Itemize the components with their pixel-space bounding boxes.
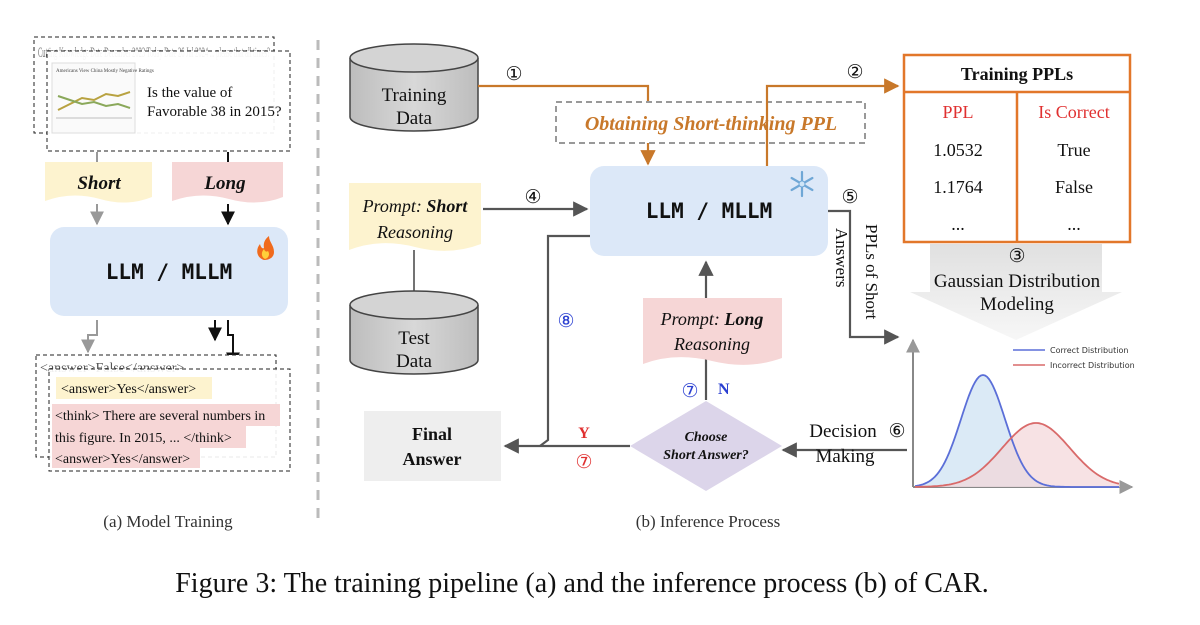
gaussian-label-line-2: Modeling — [980, 294, 1054, 315]
answer-long-highlight-3 — [52, 448, 200, 468]
yes-label: Y — [578, 425, 590, 442]
long-label: Long — [203, 173, 245, 194]
training-data-cylinder: Training Data — [349, 43, 479, 132]
arrow-step8 — [539, 234, 590, 447]
snowflake-icon — [790, 170, 814, 198]
gaussian-funnel-arrow — [910, 244, 1122, 340]
test-data-cylinder: Test Data — [349, 290, 479, 375]
prompt-short-bold: Short — [426, 196, 468, 216]
obtaining-box — [555, 101, 866, 144]
table-cell: ... — [1067, 214, 1081, 234]
answer-long-line-1: <think> There are several numbers in — [55, 409, 265, 424]
training-ppls-table: Training PPLs PPL Is Correct 1.0532 True… — [902, 53, 1132, 244]
step-1: ① — [505, 64, 522, 85]
step-5: ⑤ — [841, 187, 858, 208]
step-6: ⑥ — [888, 421, 905, 442]
thumb-line-unfavorable — [57, 95, 131, 109]
test-data-line-1: Test — [398, 328, 430, 349]
step-2: ② — [846, 62, 863, 83]
short-label-box — [45, 162, 152, 203]
test-data-line-2: Data — [396, 351, 432, 372]
decision-question-line-2: Short Answer? — [663, 448, 748, 463]
answer-short-text: <answer>Yes</answer> — [61, 382, 196, 397]
incorrect-distribution-curve — [915, 422, 1120, 488]
correct-distribution-curve — [914, 374, 1119, 488]
decision-question-line-1: Choose — [685, 430, 728, 445]
thumb-line-favorable — [57, 91, 131, 111]
final-answer-line-2: Answer — [403, 449, 462, 469]
gaussian-label-line-1: Gaussian Distribution — [934, 271, 1101, 292]
panel-b: Training Data ① Obtaining Short-thinking… — [349, 43, 1135, 531]
question-line-1: Is the value of — [147, 85, 232, 101]
question-line-2: Favorable 38 in 2015? — [147, 104, 282, 120]
step-7-yes: ⑦ — [575, 452, 592, 473]
table-cell: 1.0532 — [933, 140, 983, 160]
prompt-short-line-2: Reasoning — [376, 222, 453, 242]
prompt-long-line-1: Prompt: Long — [660, 309, 764, 329]
caption-b: (b) Inference Process — [636, 512, 780, 531]
ppls-short-line-1: PPLs of Short — [862, 224, 881, 320]
answer-long-line-2: this figure. In 2015, ... </think> — [55, 431, 232, 446]
final-answer-line-1: Final — [412, 424, 452, 444]
table-cell: False — [1055, 177, 1093, 197]
arrow-step5 — [828, 209, 900, 345]
ppls-short-line-2: Answers — [832, 228, 851, 288]
panel-a: Cutting Knowledge Date December 2023 Tod… — [33, 36, 291, 531]
long-label-box — [172, 162, 283, 203]
model-label-training: LLM / MLLM — [106, 260, 232, 284]
answer-short-highlight — [56, 377, 212, 399]
correct-distribution-area — [915, 375, 1120, 487]
model-label-inference: LLM / MLLM — [646, 199, 772, 223]
figure-caption: Figure 3: The training pipeline (a) and … — [175, 568, 989, 599]
chart-thumb-title: Americans View China Mostly Negative Rat… — [56, 69, 154, 74]
table-cell: 1.1764 — [933, 177, 983, 197]
table-cell: ... — [951, 214, 965, 234]
training-data-line-2: Data — [396, 108, 432, 129]
step-8: ⑧ — [557, 311, 574, 332]
legend-incorrect: Incorrect Distribution — [1050, 361, 1135, 370]
arrow-model-to-long-answer-2 — [226, 320, 240, 367]
decision-diamond — [630, 401, 782, 491]
step-4: ④ — [524, 187, 541, 208]
final-answer-box — [364, 411, 501, 481]
prompt-short-box — [349, 183, 481, 251]
arrow-model-to-short-answer — [81, 320, 98, 354]
answer-long-highlight-1 — [52, 404, 280, 426]
chart-thumbnail: Americans View China Mostly Negative Rat… — [51, 62, 154, 134]
caption-a: (a) Model Training — [103, 512, 233, 531]
prompt-long-line-2: Reasoning — [673, 334, 750, 354]
no-label: N — [718, 381, 730, 398]
arrow-step2 — [765, 78, 900, 166]
legend-correct: Correct Distribution — [1050, 346, 1128, 355]
decision-label-line-2: Making — [815, 446, 875, 467]
model-box-training — [50, 227, 288, 316]
step-3: ③ — [1008, 246, 1025, 267]
short-label: Short — [77, 173, 121, 194]
prompt-long-bold: Long — [723, 309, 763, 329]
prompt-short-prefix: Prompt: — [362, 196, 427, 216]
table-title: Training PPLs — [961, 64, 1073, 84]
obtaining-label: Obtaining Short-thinking PPL — [585, 113, 837, 135]
model-box-inference — [590, 166, 828, 256]
table-cell: True — [1057, 140, 1090, 160]
step-7-no: ⑦ — [681, 381, 698, 402]
prompt-short-line-1: Prompt: Short — [362, 196, 469, 216]
prompt-long-box — [643, 298, 782, 365]
gaussian-plot: Correct Distribution Incorrect Distribut… — [906, 338, 1135, 494]
prompt-long-prefix: Prompt: — [660, 309, 725, 329]
answer-long-line-3: <answer>Yes</answer> — [55, 452, 190, 467]
table-header-ppl: PPL — [942, 102, 973, 122]
fire-icon — [257, 236, 274, 260]
training-data-line-1: Training — [382, 85, 447, 106]
table-header-correct: Is Correct — [1038, 102, 1109, 122]
answer-long-highlight-2 — [52, 426, 246, 448]
decision-label-line-1: Decision — [809, 421, 877, 442]
